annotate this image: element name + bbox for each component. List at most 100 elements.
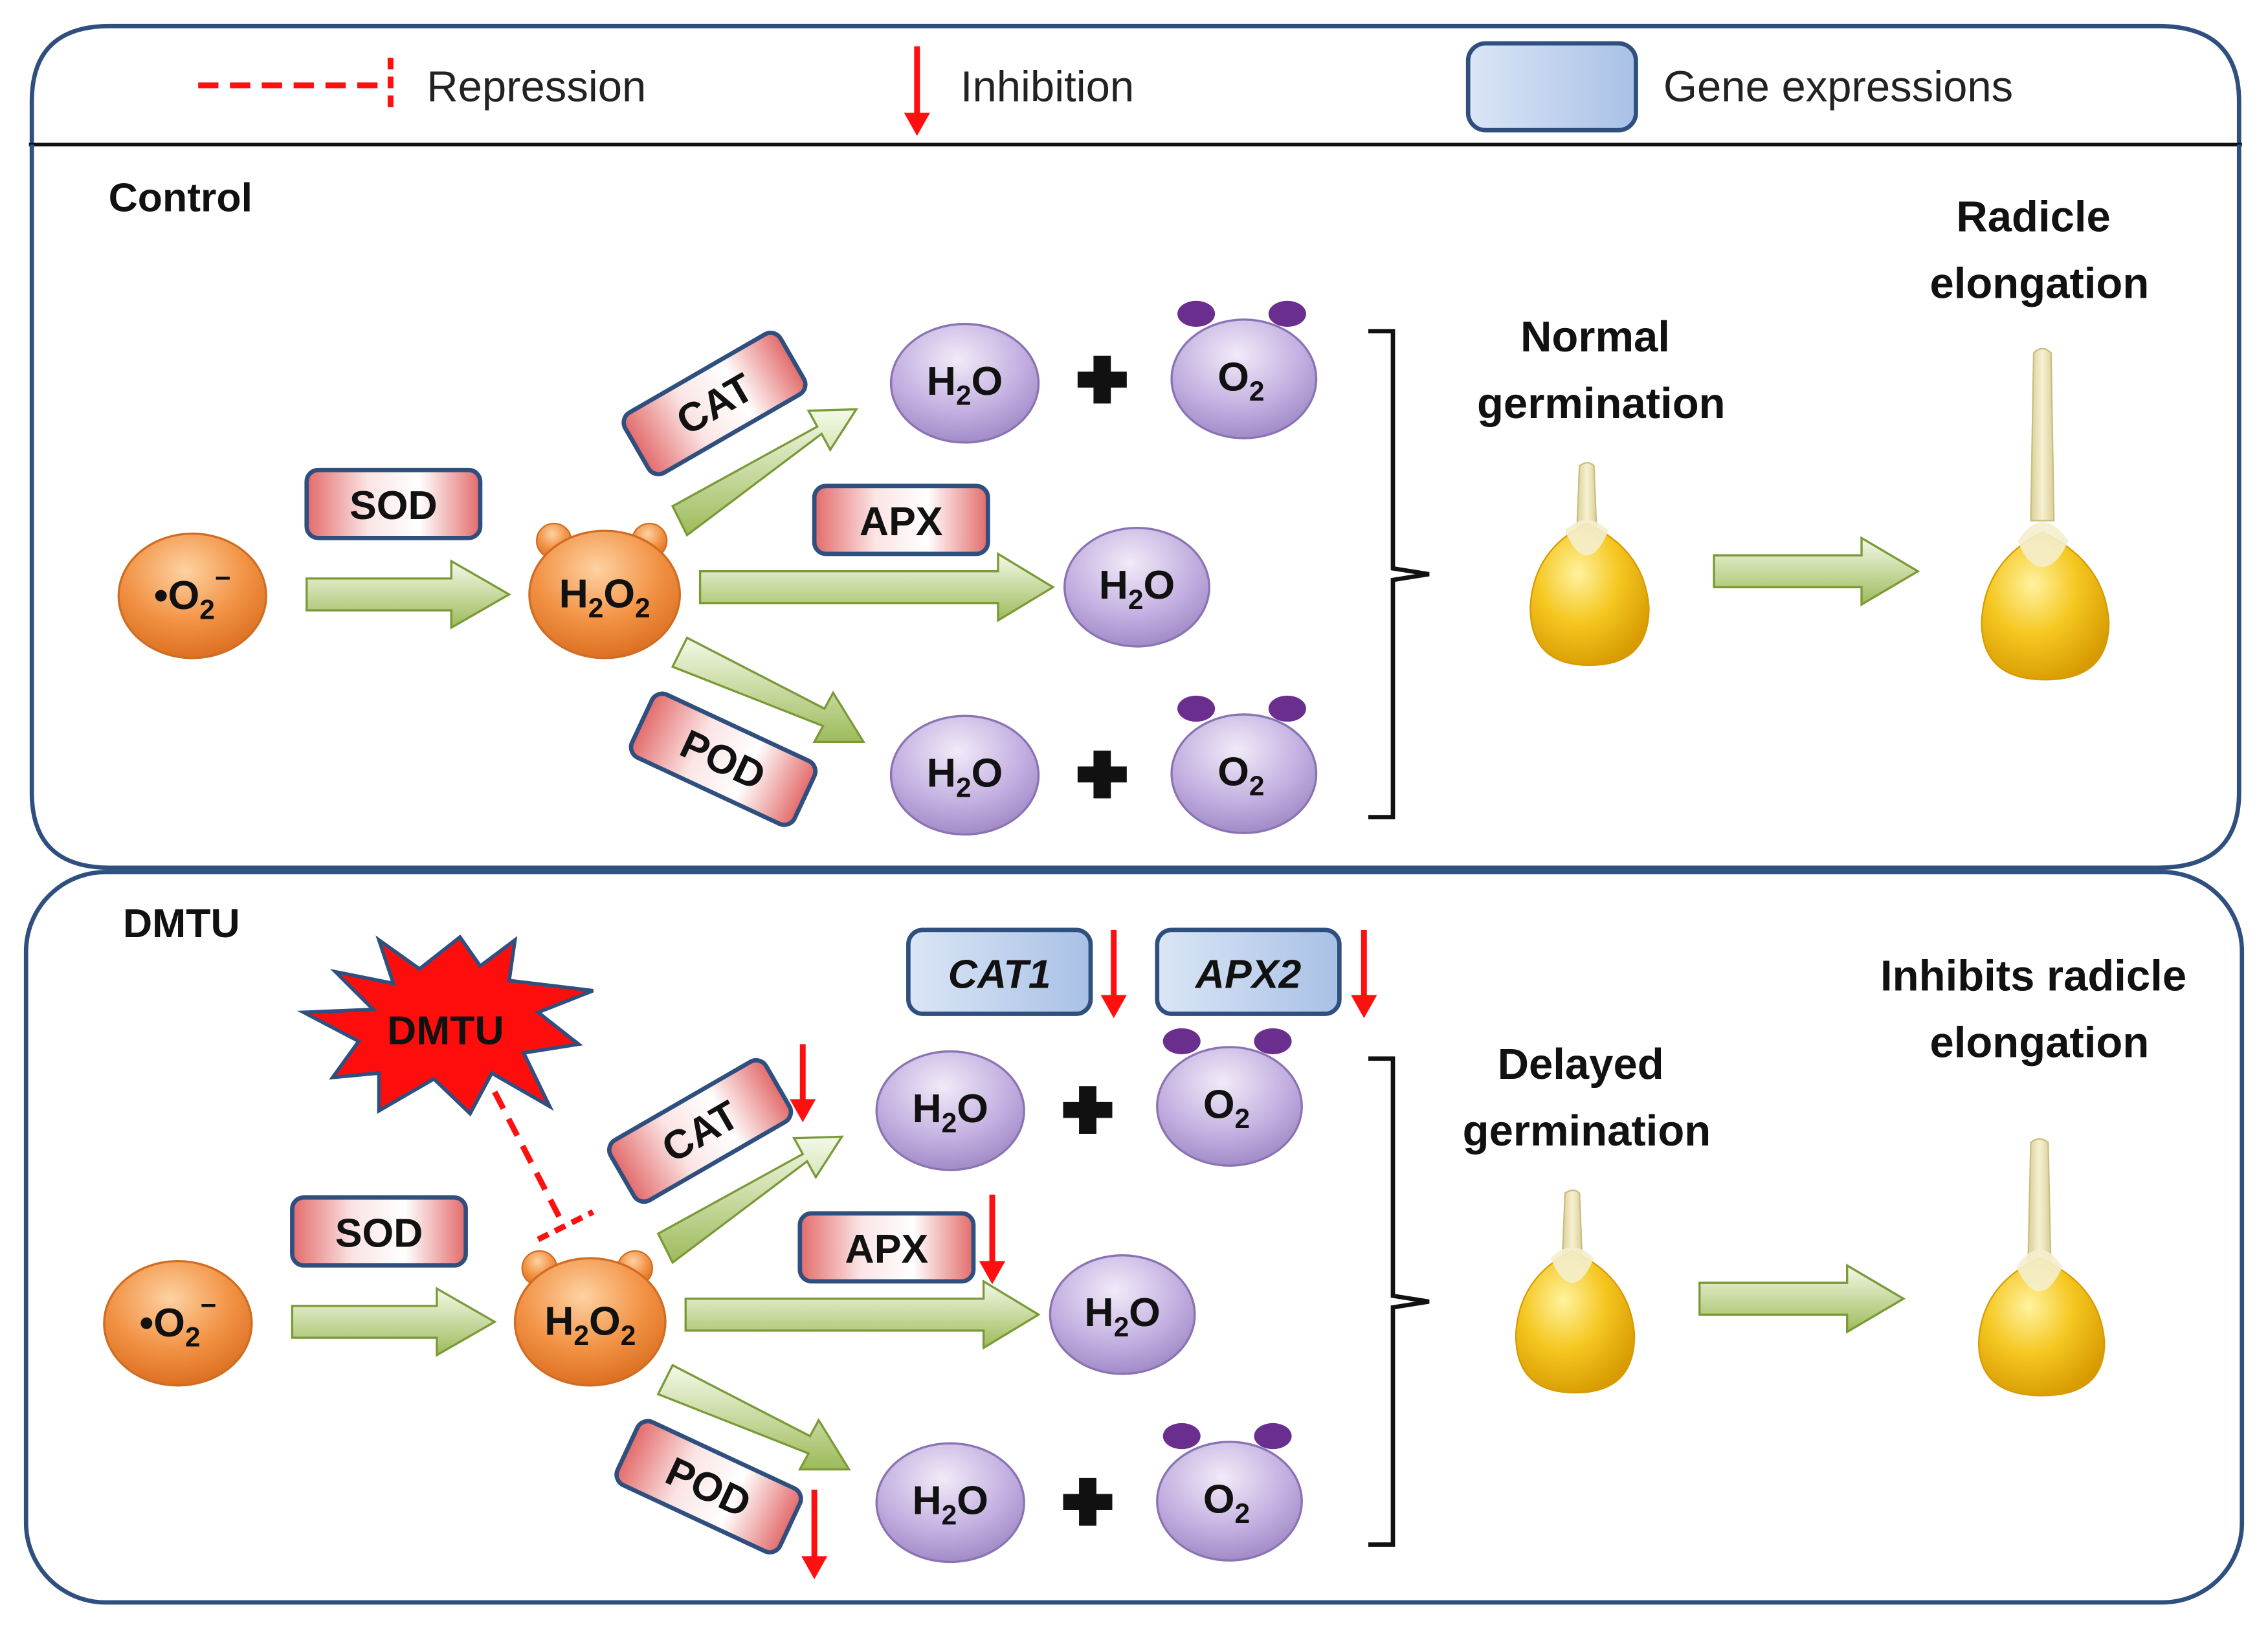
products-bracket (1368, 1056, 1430, 1547)
h2o2-o: O (603, 571, 635, 617)
cat1-inhibition-arrow-icon (1100, 929, 1127, 1019)
superoxide-label: •O (154, 573, 200, 618)
oxygen-sub: 2 (1235, 1498, 1251, 1529)
sod-enzyme-label: SOD (350, 483, 438, 528)
svg-text:H2O: H2O (927, 751, 1003, 803)
legend-gene-expressions-label: Gene expressions (1663, 62, 2013, 111)
water-o: O (972, 751, 1003, 796)
outcome-line-2: elongation (1929, 259, 2149, 307)
germinating-seed-icon (1515, 1190, 1636, 1394)
water-molecule: H2O (889, 322, 1040, 444)
superoxide-superscript: − (215, 562, 231, 593)
water-h: H (912, 1478, 941, 1523)
short-radicle-seed-icon (1977, 1138, 2106, 1397)
water-sub: 2 (956, 381, 972, 411)
oxygen-o: O (1217, 354, 1249, 399)
h2o2-h: H (544, 1299, 573, 1344)
water-h: H (912, 1086, 941, 1131)
outcome-line-2: germination (1463, 1107, 1711, 1155)
dmtu-repression-bar (537, 1209, 595, 1243)
water-h: H (1099, 562, 1128, 608)
legend-repression-label: Repression (427, 62, 646, 111)
cat-reaction-arrow (656, 1135, 844, 1265)
svg-text:H2O: H2O (1084, 1290, 1160, 1342)
normal-germination-label: Normal germination (1477, 313, 1726, 428)
control-panel-frame (29, 144, 2241, 870)
germinating-seed-icon (1529, 461, 1650, 667)
water-sub: 2 (942, 1108, 957, 1138)
h2o2-o: O (589, 1299, 621, 1344)
water-o: O (1129, 1290, 1161, 1335)
apx-enzyme-box: APX (797, 1211, 976, 1284)
sod-reaction-arrow (291, 1287, 497, 1357)
hydrogen-peroxide-molecule: H2O2 (528, 522, 681, 659)
oxygen-molecule: O2 (1170, 695, 1318, 834)
superoxide-subscript: 2 (199, 594, 215, 625)
germination-progress-arrow (1698, 1263, 1906, 1334)
svg-text:H2O: H2O (927, 359, 1003, 411)
sod-enzyme-box: SOD (304, 467, 483, 540)
water-o: O (972, 359, 1003, 404)
water-o: O (957, 1086, 988, 1131)
plus-icon (1077, 355, 1127, 404)
apx-enzyme-box: APX (812, 483, 990, 557)
oxygen-sub: 2 (1235, 1103, 1251, 1134)
svg-text:H2O2: H2O2 (559, 571, 650, 624)
svg-text:O2: O2 (1217, 749, 1264, 801)
dmtu-panel-title: DMTU (123, 901, 240, 946)
pod-enzyme-box: POD (628, 691, 818, 827)
water-molecule: H2O (875, 1050, 1025, 1171)
plus-icon (1077, 750, 1127, 799)
products-bracket (1368, 329, 1430, 819)
water-sub: 2 (1128, 584, 1144, 615)
h2o2-sub-1: 2 (573, 1320, 589, 1351)
pod-inhibition-arrow-icon (801, 1489, 828, 1580)
apx-reaction-arrow (698, 551, 1056, 623)
apx2-inhibition-arrow-icon (1351, 929, 1377, 1019)
apx-reaction-arrow (684, 1279, 1041, 1350)
apx-inhibition-arrow-icon (979, 1194, 1006, 1285)
water-o: O (957, 1478, 988, 1523)
cat1-gene-box: CAT1 (906, 927, 1093, 1016)
oxygen-sub: 2 (1249, 376, 1265, 406)
svg-text:O2: O2 (1203, 1081, 1250, 1134)
pod-reaction-arrow (656, 1364, 851, 1471)
cat-inhibition-arrow-icon (790, 1044, 816, 1123)
plus-icon (1063, 1086, 1113, 1134)
oxygen-molecule: O2 (1156, 1422, 1303, 1562)
svg-text:•O2−: •O2− (139, 1290, 216, 1352)
apx2-gene-label: APX2 (1194, 951, 1302, 997)
legend-inhibition: Inhibition (904, 46, 1134, 137)
plus-icon (1063, 1478, 1113, 1526)
outcome-line-1: Radicle (1956, 193, 2110, 241)
water-o: O (1144, 562, 1175, 608)
water-molecule: H2O (1049, 1254, 1196, 1375)
h2o2-sub-2: 2 (635, 593, 650, 623)
water-h: H (1084, 1290, 1113, 1335)
hydrogen-peroxide-molecule: H2O2 (513, 1250, 667, 1387)
superoxide-label: •O (139, 1300, 185, 1345)
dmtu-panel-frame (23, 870, 2245, 1605)
apx2-gene-box: APX2 (1155, 927, 1342, 1016)
svg-text:O2: O2 (1217, 354, 1264, 406)
inhibits-radicle-elongation-label: Inhibits radicle elongation (1880, 952, 2199, 1067)
legend-gene-expressions: Gene expressions (1465, 41, 2013, 133)
oxygen-sub: 2 (1249, 771, 1265, 801)
cat1-gene-label: CAT1 (948, 951, 1051, 997)
water-sub: 2 (956, 772, 972, 802)
oxygen-o: O (1203, 1081, 1235, 1127)
oxygen-molecule: O2 (1156, 1028, 1303, 1167)
water-h: H (927, 751, 956, 796)
control-panel-title: Control (109, 175, 252, 220)
water-molecule: H2O (1063, 526, 1210, 648)
h2o2-sub-1: 2 (588, 593, 604, 623)
outcome-line-1: Inhibits radicle (1880, 952, 2186, 1001)
sod-enzyme-label: SOD (335, 1210, 423, 1256)
legend-repression: Repression (198, 58, 646, 113)
water-h: H (927, 359, 956, 404)
apx-enzyme-label: APX (845, 1226, 929, 1272)
elongated-radicle-seed-icon (1981, 348, 2110, 681)
water-sub: 2 (1114, 1312, 1129, 1342)
cat-reaction-arrow (671, 408, 859, 537)
superoxide-molecule: •O2− (103, 1259, 253, 1387)
